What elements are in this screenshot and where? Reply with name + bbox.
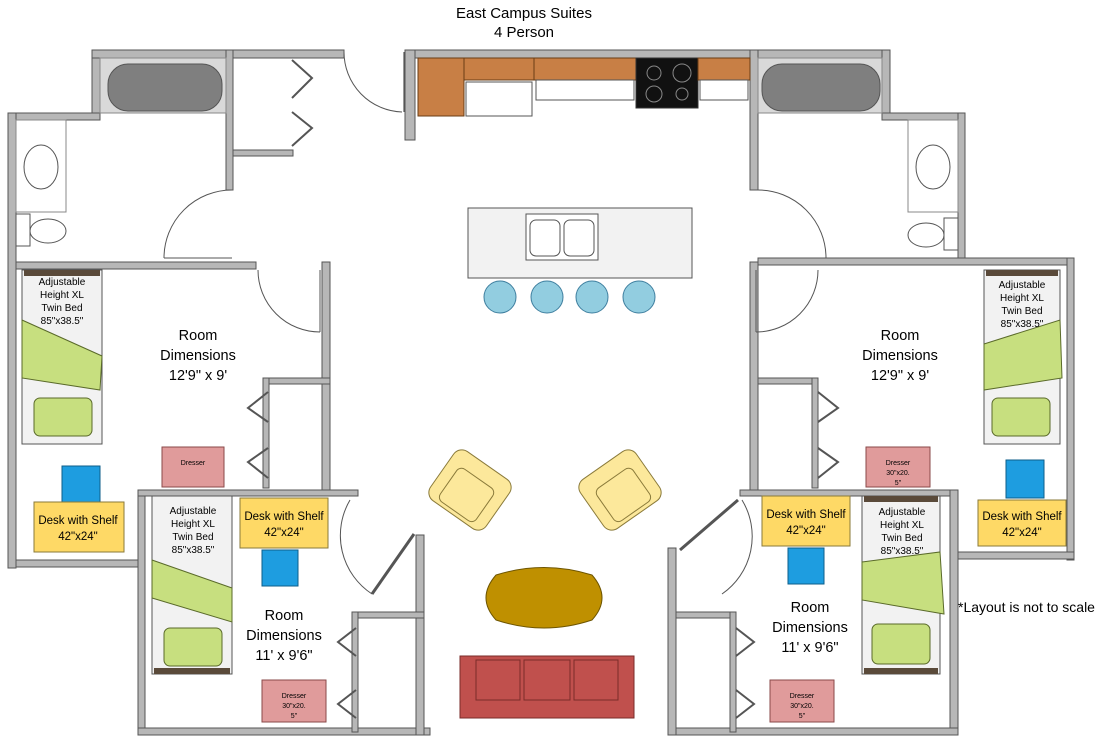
stool-icon — [530, 280, 564, 314]
room-dims: 11' x 9'6" — [255, 648, 312, 664]
room-dim-label: Dimensions — [160, 348, 236, 364]
stool-icon — [483, 280, 517, 314]
kitchen — [417, 57, 751, 314]
bathroom-right — [757, 57, 959, 251]
armchair-icon — [428, 449, 512, 531]
bed-label: Twin Bed — [1001, 306, 1042, 317]
armchair-icon — [578, 449, 662, 531]
stool-icon — [575, 280, 609, 314]
desk-icon — [761, 495, 851, 547]
bed-label: Adjustable — [999, 280, 1046, 291]
desk-label: Desk with Shelf — [38, 515, 118, 527]
sofa-icon — [459, 655, 635, 719]
bed-label: Height XL — [1000, 293, 1044, 304]
desk-label: 42"x24" — [786, 525, 826, 537]
pillow-icon — [871, 623, 931, 665]
dresser-label: 30"x20. — [886, 470, 910, 477]
room-bottom-left: Adjustable Height XL Twin Bed 85"x38.5" … — [151, 495, 329, 723]
bed-label: Height XL — [40, 290, 84, 301]
desk-icon — [239, 497, 329, 549]
dresser-label: Dresser — [181, 460, 206, 467]
desk-label: Desk with Shelf — [766, 509, 846, 521]
room-dim-label: Dimensions — [862, 348, 938, 364]
dresser-icon — [261, 679, 327, 723]
dresser-label: 5" — [799, 713, 806, 720]
bed-label: 85"x38.5" — [1001, 319, 1044, 330]
room-dim-label: Room — [179, 328, 218, 344]
bed-label: Height XL — [880, 520, 924, 531]
dresser-label: Dresser — [282, 693, 307, 700]
bed-label: Twin Bed — [172, 532, 213, 543]
room-dim-label: Dimensions — [246, 628, 322, 644]
sink-icon — [915, 144, 951, 190]
plan-title: East Campus Suites — [456, 5, 592, 22]
chair-icon — [787, 547, 825, 585]
bed-label: Height XL — [171, 519, 215, 530]
bathtub-icon — [761, 63, 881, 112]
bed-blanket — [21, 319, 103, 391]
dresser-label: 5" — [291, 713, 298, 720]
bed-blanket — [861, 551, 945, 615]
desk-label: 42"x24" — [58, 531, 98, 543]
dresser-icon — [161, 446, 225, 488]
bathtub-icon — [107, 63, 223, 112]
bed-label: 85"x38.5" — [172, 545, 215, 556]
desk-label: Desk with Shelf — [244, 511, 324, 523]
desk-icon — [33, 501, 125, 553]
bed-blanket — [151, 559, 233, 623]
pillow-icon — [163, 627, 223, 667]
living-area — [428, 449, 662, 719]
room-dim-label: Dimensions — [772, 620, 848, 636]
desk-icon — [977, 499, 1067, 547]
room-bottom-right: Adjustable Height XL Twin Bed 85"x38.5" … — [761, 495, 945, 723]
dresser-icon — [865, 446, 931, 488]
doors — [163, 51, 840, 719]
walls — [7, 49, 1075, 736]
plan-subtitle: 4 Person — [494, 24, 554, 41]
toilet-icon — [29, 218, 67, 244]
room-dim-label: Room — [791, 600, 830, 616]
room-top-right: Adjustable Height XL Twin Bed 85"x38.5" … — [862, 269, 1067, 547]
desk-label: 42"x24" — [1002, 527, 1042, 539]
dresser-label: 30"x20. — [790, 703, 814, 710]
sink-icon — [23, 144, 59, 190]
stove-icon — [635, 57, 699, 109]
chair-icon — [1005, 459, 1045, 499]
dresser-label: 30"x20. — [282, 703, 306, 710]
room-dim-label: Room — [265, 608, 304, 624]
bed-label: Adjustable — [39, 277, 86, 288]
scale-note: *Layout is not to scale — [958, 599, 1095, 615]
bed-blanket — [983, 319, 1063, 391]
pillow-icon — [991, 397, 1051, 437]
dresser-label: Dresser — [790, 693, 815, 700]
chair-icon — [261, 549, 299, 587]
chair-icon — [61, 465, 101, 503]
refrigerator-icon — [417, 57, 465, 117]
bed-label: 85"x38.5" — [881, 546, 924, 557]
room-dims: 11' x 9'6" — [781, 640, 838, 656]
room-dims: 12'9" x 9' — [169, 368, 227, 384]
room-dim-label: Room — [881, 328, 920, 344]
bed-label: 85"x38.5" — [41, 316, 84, 327]
pillow-icon — [33, 397, 93, 437]
bed-label: Adjustable — [879, 507, 926, 518]
bed-label: Twin Bed — [41, 303, 82, 314]
room-top-left: Adjustable Height XL Twin Bed 85"x38.5" … — [21, 269, 236, 553]
bed-label: Twin Bed — [881, 533, 922, 544]
dresser-icon — [769, 679, 835, 723]
toilet-icon — [907, 222, 945, 248]
desk-label: 42"x24" — [264, 527, 304, 539]
dresser-label: 5" — [895, 480, 902, 487]
bathroom-left — [15, 57, 227, 247]
room-dims: 12'9" x 9' — [871, 368, 929, 384]
stool-icon — [622, 280, 656, 314]
desk-label: Desk with Shelf — [982, 511, 1062, 523]
coffee-table-icon — [485, 567, 603, 629]
bed-label: Adjustable — [170, 506, 217, 517]
dresser-label: Dresser — [886, 460, 911, 467]
